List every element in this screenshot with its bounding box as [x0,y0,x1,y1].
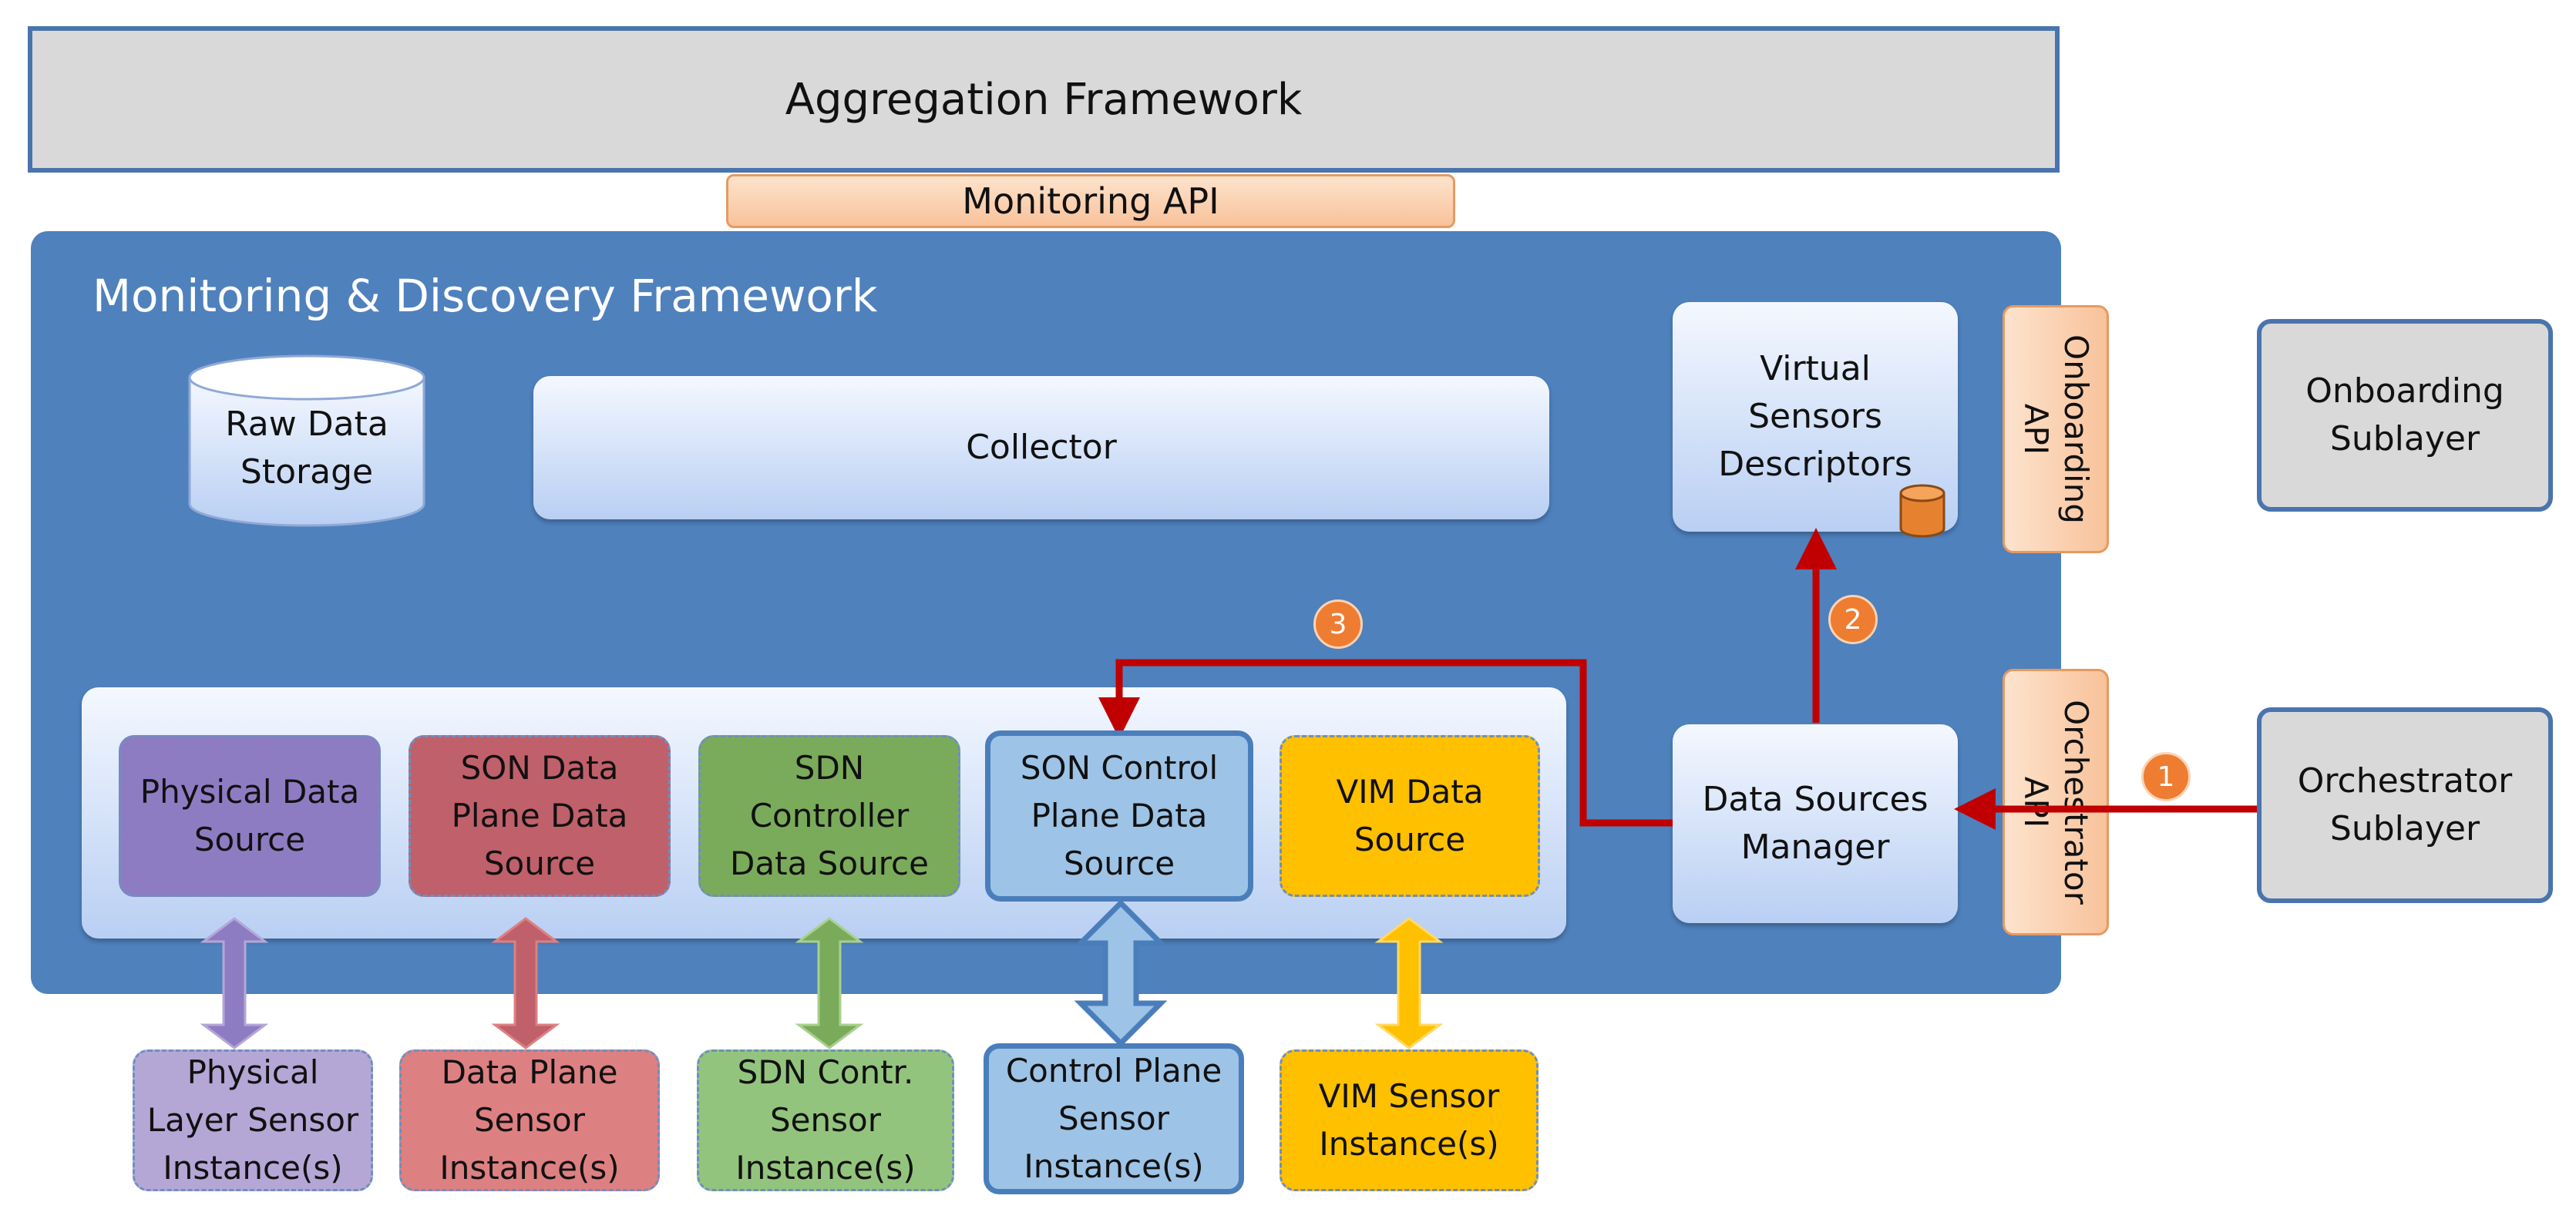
data-source-son-data-plane-label: SON Data Plane Data Source [451,749,628,882]
onboarding-sublayer: Onboarding Sublayer [2257,319,2553,512]
sensor-instance-data-plane: Data Plane Sensor Instance(s) [399,1049,660,1191]
orchestrator-sublayer-label: Orchestrator Sublayer [2297,761,2513,848]
data-source-son-data-plane: SON Data Plane Data Source [409,735,671,897]
sensor-instance-vim-label: VIM Sensor Instance(s) [1318,1077,1500,1163]
data-source-physical: Physical Data Source [119,735,381,897]
link-physical-arrow [200,917,269,1049]
dsm-label: Data Sources Manager [1702,780,1929,867]
step-badge-2: 2 [1828,595,1878,644]
sensor-instance-data-plane-label: Data Plane Sensor Instance(s) [439,1053,620,1187]
data-source-sdn-controller: SDN Controller Data Source [698,735,960,897]
link-control-plane-arrow [1074,899,1168,1047]
collector: Collector [533,376,1549,519]
onboarding-sublayer-label: Onboarding Sublayer [2305,371,2504,458]
sensor-instance-control-plane: Control Plane Sensor Instance(s) [984,1043,1244,1194]
link-data-plane-arrow [491,917,560,1049]
arrow-step-3 [1098,659,1673,827]
sensor-instance-control-plane-label: Control Plane Sensor Instance(s) [1005,1052,1222,1185]
data-source-son-control-plane: SON Control Plane Data Source [985,730,1253,902]
step-badge-1: 1 [2141,752,2191,801]
sensor-instance-sdn: SDN Contr. Sensor Instance(s) [697,1049,954,1191]
sensor-instance-physical-label: Physical Layer Sensor Instance(s) [146,1053,359,1187]
data-sources-manager: Data Sources Manager [1673,724,1958,923]
data-source-sdn-controller-label: SDN Controller Data Source [730,749,929,882]
data-source-vim: VIM Data Source [1280,735,1540,897]
orchestrator-sublayer: Orchestrator Sublayer [2257,707,2553,903]
database-icon [1899,484,1945,538]
aggregation-framework: Aggregation Framework [28,26,2060,173]
raw-data-storage-cylinder-icon [188,354,425,527]
raw-data-storage-label: Raw Data Storage [225,405,388,492]
monitoring-api: Monitoring API [726,174,1455,228]
data-source-vim-label: VIM Data Source [1336,773,1484,858]
mdf-title: Monitoring & Discovery Framework [92,270,878,322]
sensor-instance-physical: Physical Layer Sensor Instance(s) [133,1049,373,1191]
step-badge-3: 3 [1313,599,1363,649]
link-vim-arrow [1374,917,1444,1049]
link-sdn-arrow [795,917,864,1049]
data-source-physical-label: Physical Data Source [140,773,360,858]
data-source-son-control-plane-label: SON Control Plane Data Source [1020,749,1219,882]
sensor-instance-sdn-label: SDN Contr. Sensor Instance(s) [735,1053,916,1187]
vsd-label: Virtual Sensors Descriptors [1718,349,1912,484]
sensor-instance-vim: VIM Sensor Instance(s) [1280,1049,1539,1191]
